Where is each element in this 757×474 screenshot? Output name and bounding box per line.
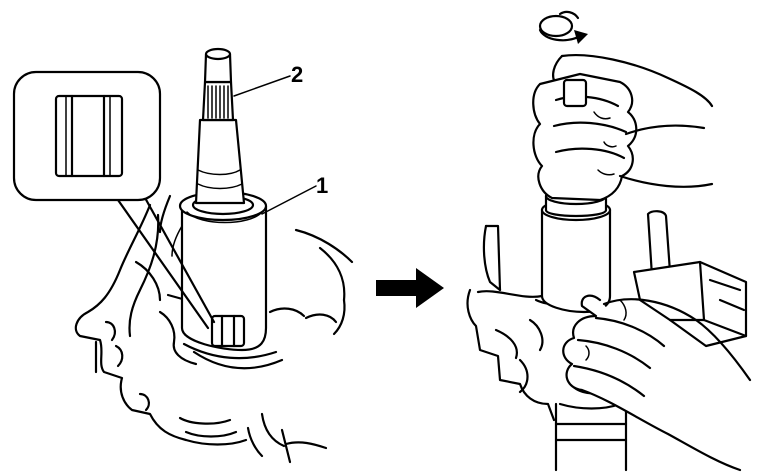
rotate-arrow-icon [538, 10, 588, 44]
upper-hand [532, 54, 714, 202]
right-panel [466, 10, 752, 472]
left-panel: 1 2 [12, 47, 354, 464]
leader-line-2 [233, 75, 291, 97]
leader-line-1 [261, 185, 317, 215]
callout-part-1: 1 [316, 173, 328, 198]
arrow-right-icon [376, 268, 444, 308]
housing-casting-right [466, 224, 628, 472]
housing-casting [74, 194, 354, 464]
lower-hand [562, 294, 752, 472]
detail-inset [12, 70, 216, 330]
cup-slot [210, 314, 246, 348]
pinion-shaft [194, 47, 246, 205]
callout-part-2: 2 [291, 62, 303, 87]
bearing-cup-right [540, 186, 612, 314]
housing-bracket-right [632, 210, 748, 348]
